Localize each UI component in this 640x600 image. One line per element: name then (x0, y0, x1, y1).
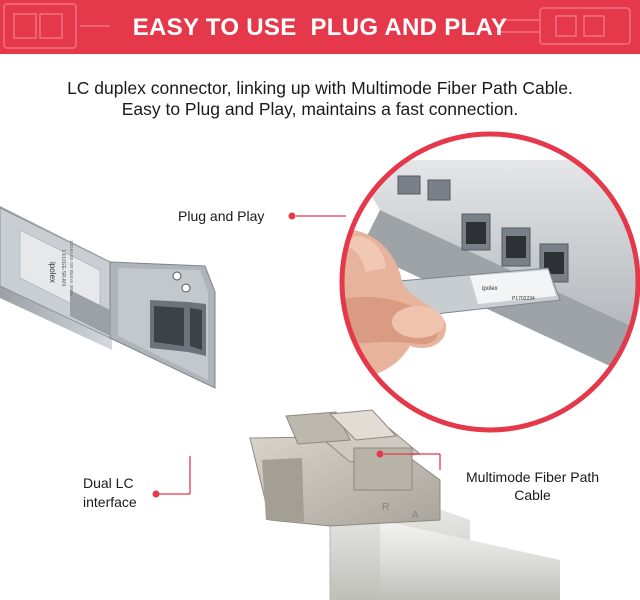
svg-text:A: A (412, 510, 419, 521)
module-spec-label: 10GBASE-SR 850nm 300m (69, 240, 74, 296)
cable-callout-dot (376, 450, 384, 458)
plug-callout-dot (288, 212, 296, 220)
callout-lines (152, 212, 441, 498)
dual-lc-callout-dot (152, 490, 160, 498)
description: LC duplex connector, linking up with Mul… (0, 78, 640, 120)
callout-cable-line-2: Cable (514, 487, 551, 503)
banner-title: EASY TO USE PLUG AND PLAY (132, 14, 508, 41)
zoom-module-serial: P1702234 (512, 296, 535, 302)
callout-dual-lc: Dual LC interface (83, 474, 137, 512)
callout-cable-line-1: Multimode Fiber Path (466, 469, 600, 485)
zoom-module-brand: ipolex (482, 286, 498, 292)
header-banner: EASY TO USE PLUG AND PLAY (0, 0, 640, 54)
lc-cable-image: R A (249, 409, 560, 600)
module-brand-label: ipolex (48, 262, 57, 283)
sfp-module-image: ipolex LX10GE-SR-MX 10GBASE-SR 850nm 300… (0, 206, 216, 389)
module-model-label: LX10GE-SR-MX (60, 250, 66, 287)
svg-text:R: R (382, 502, 389, 513)
description-line-2: Easy to Plug and Play, maintains a fast … (121, 99, 519, 119)
zoom-circle: ipolex P1702234 (339, 131, 640, 433)
callout-dual-lc-line-2: interface (83, 494, 137, 510)
banner-decoration (3, 3, 631, 49)
callout-plug-and-play: Plug and Play (178, 208, 265, 224)
description-line-1: LC duplex connector, linking up with Mul… (67, 78, 573, 98)
callout-cable: Multimode Fiber Path Cable (466, 468, 599, 504)
callout-dual-lc-line-1: Dual LC (83, 475, 134, 491)
